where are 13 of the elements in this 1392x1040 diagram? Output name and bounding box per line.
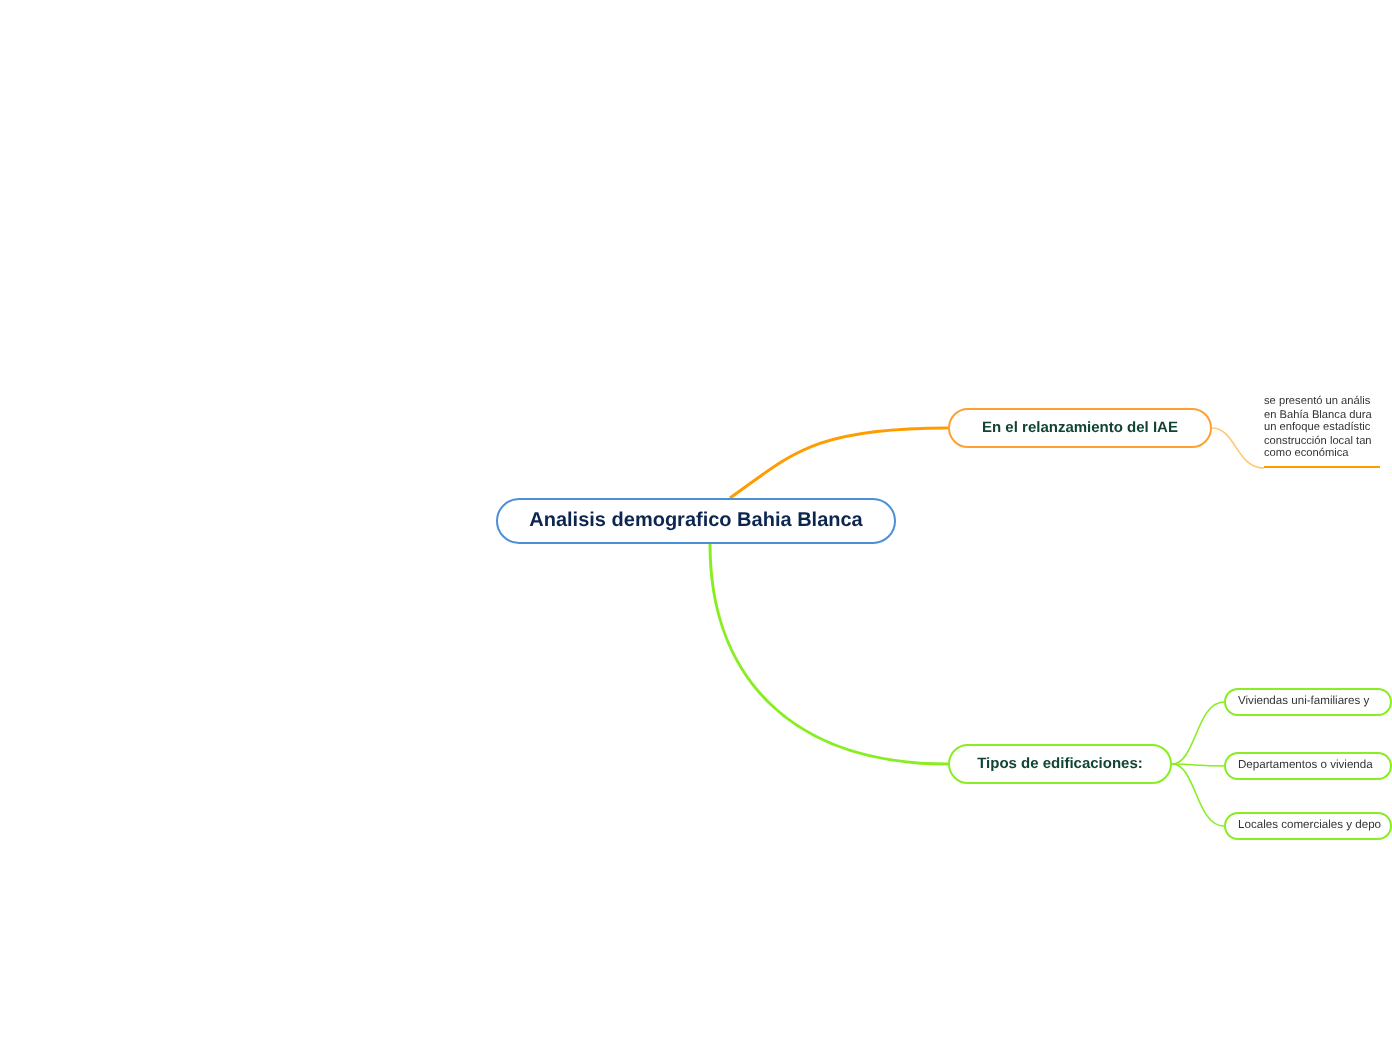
connector-line — [729, 426, 949, 500]
connector-line — [1171, 763, 1225, 767]
topic-box — [948, 744, 1172, 784]
topic-text: Analisis demografico Bahia Blanca — [529, 509, 863, 533]
connector-line — [1171, 763, 1225, 827]
topic-box — [948, 408, 1212, 448]
connector-line — [708, 543, 949, 766]
topic-box — [1224, 688, 1392, 716]
topic-box — [1224, 812, 1392, 840]
connector-line — [1171, 701, 1225, 765]
connector-line — [1211, 427, 1265, 469]
topic-box — [496, 498, 896, 544]
topic-box — [1224, 752, 1392, 780]
